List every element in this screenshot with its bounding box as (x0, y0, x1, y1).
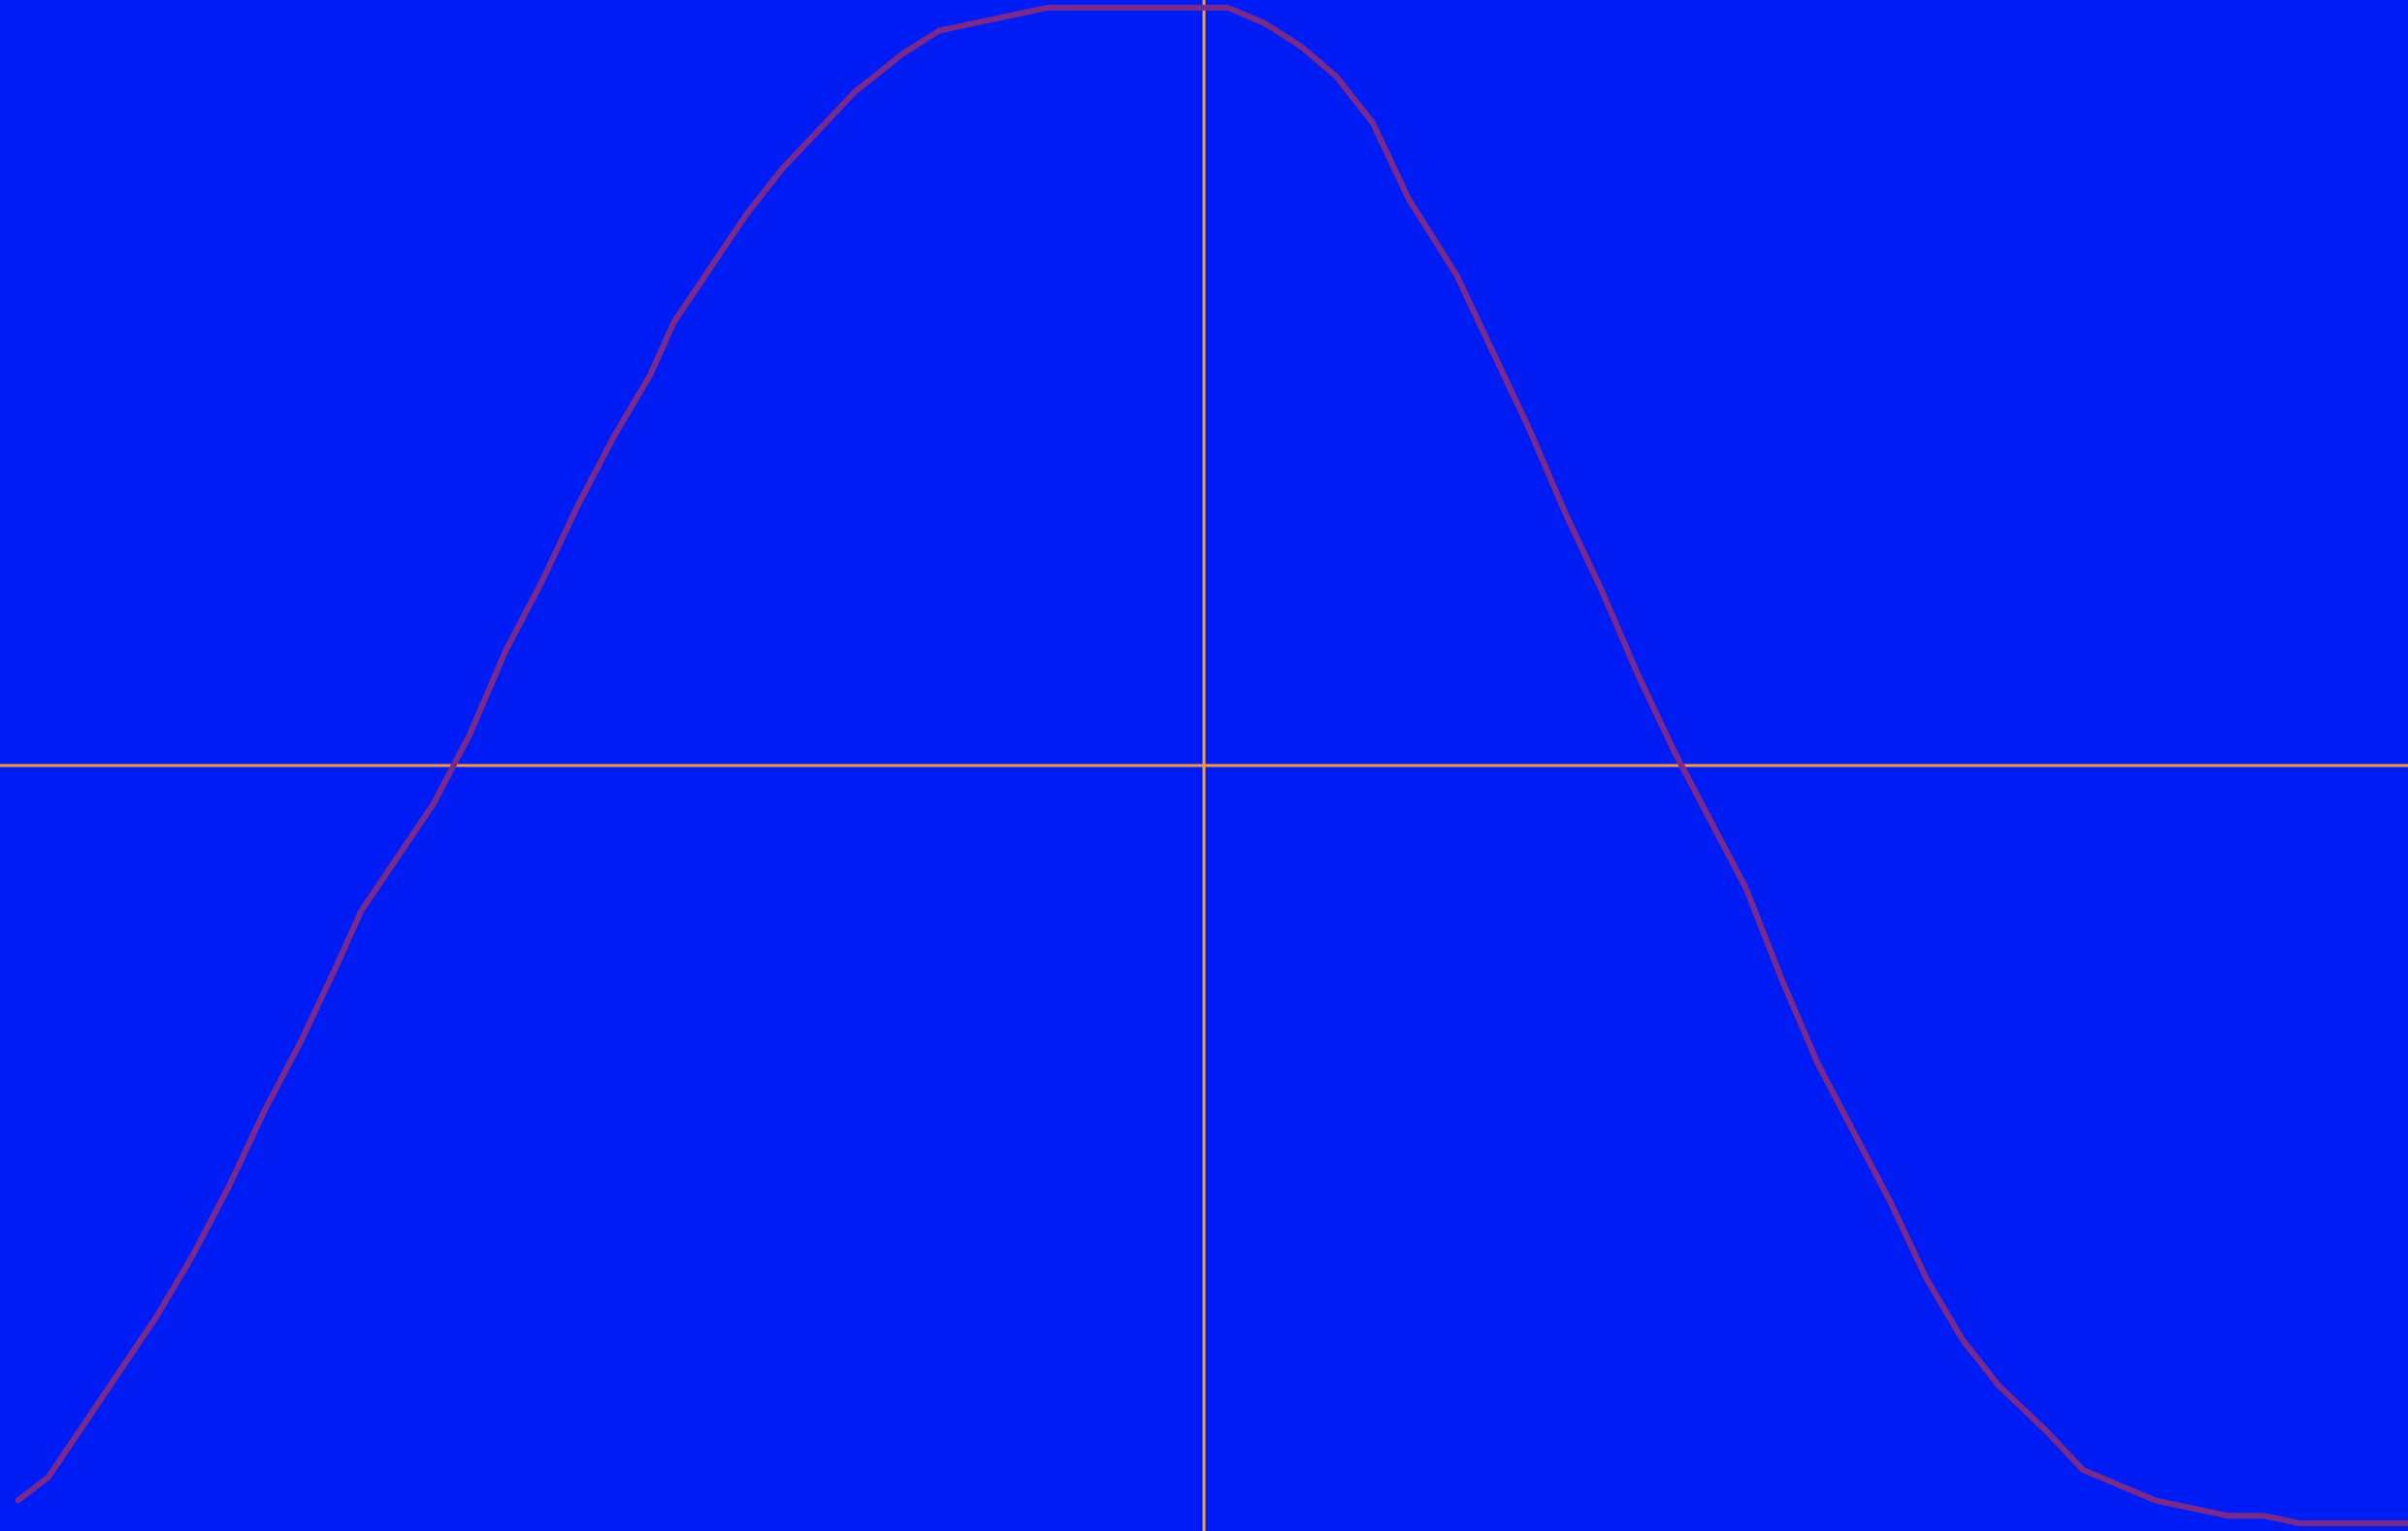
series-line (15, 4, 2408, 1527)
